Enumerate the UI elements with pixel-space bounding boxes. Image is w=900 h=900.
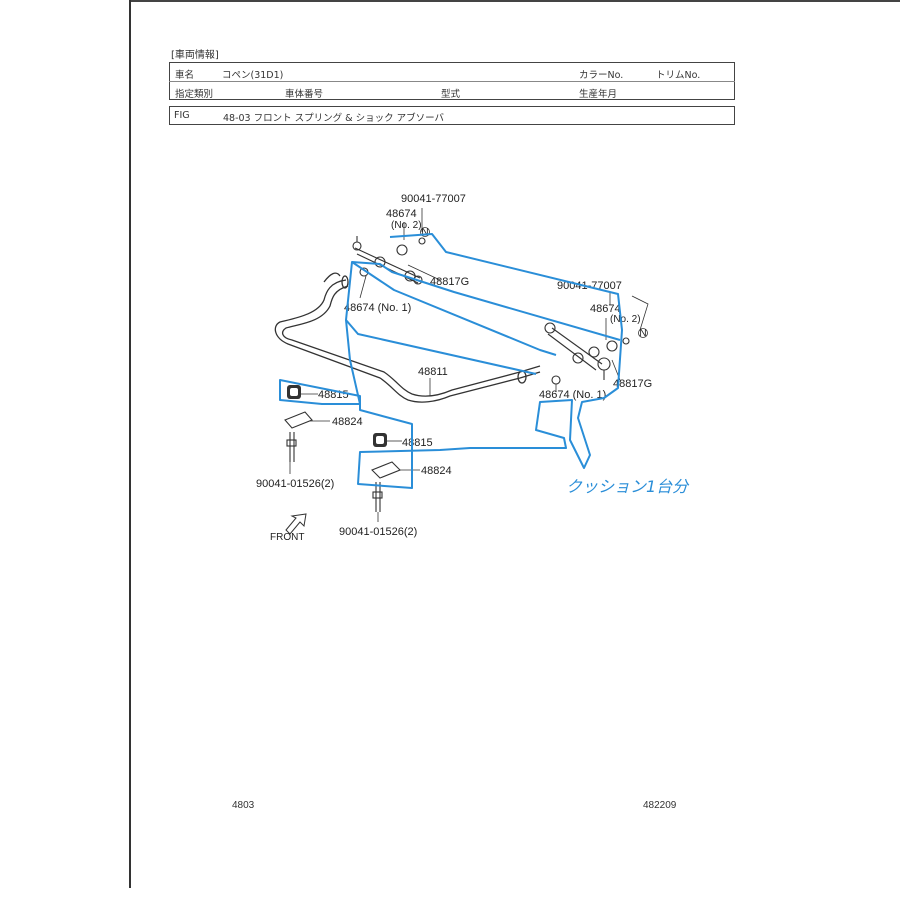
link-rod-left (352, 236, 426, 285)
footer-right: 482209 (643, 800, 677, 811)
link-rod-right (544, 322, 630, 385)
scan-edge-left (129, 0, 131, 888)
part-label-48674-right: 48674 (590, 303, 621, 315)
bushing-right (373, 433, 387, 447)
part-label-90041-01526-right: 90041-01526(2) (339, 526, 417, 538)
n-marker-right (638, 328, 648, 338)
fig-title: 48-03 フロント スプリング & ショック アブソーバ (223, 113, 445, 124)
fig-label: FIG (174, 110, 190, 121)
car-name-value: コペン(31D1) (222, 70, 284, 81)
part-label-48817g-upper: 48817G (430, 276, 469, 288)
part-label-no2-upper: (No. 2) (391, 220, 422, 231)
stabilizer-bar (274, 272, 541, 403)
front-arrow-icon (285, 513, 307, 535)
color-no-label: カラーNo. (579, 70, 624, 81)
model-label: 型式 (441, 89, 461, 100)
part-label-no2-right: (No. 2) (610, 314, 641, 325)
chassis-no-label: 車体番号 (285, 89, 324, 100)
part-label-48824-left: 48824 (332, 416, 363, 428)
info-divider (169, 81, 735, 82)
handwritten-note: クッション1台分 (566, 477, 690, 496)
fig-box: FIG 48-03 フロント スプリング & ショック アブソーバ (169, 106, 735, 125)
n-marker-left-text: N (421, 227, 428, 238)
bushing-left (287, 385, 301, 399)
n-marker-left (420, 227, 430, 237)
n-marker-right-text: N (639, 328, 646, 339)
part-label-90041-77007-upper: 90041-77007 (401, 193, 466, 205)
scan-edge-top (129, 0, 900, 2)
part-label-48824-right: 48824 (421, 465, 452, 477)
bracket-left (284, 411, 313, 462)
production-label: 生産年月 (579, 89, 618, 100)
part-label-48817g-right: 48817G (613, 378, 652, 390)
section-title: [車両情報] (171, 50, 219, 61)
trim-no-label: トリムNo. (656, 70, 701, 81)
car-name-label: 車名 (175, 70, 195, 81)
handwritten-outline (279, 233, 623, 489)
part-label-48674-upper: 48674 (386, 208, 417, 220)
category-label: 指定類別 (175, 89, 214, 100)
part-label-48811: 48811 (418, 366, 448, 378)
part-label-48674-no1-upper: 48674 (No. 1) (344, 302, 411, 314)
part-label-90041-01526-left: 90041-01526(2) (256, 478, 334, 490)
front-label: FRONT (270, 532, 304, 543)
part-label-48674-no1-right: 48674 (No. 1) (539, 389, 606, 401)
part-label-48815-right: 48815 (402, 437, 433, 449)
footer-left: 4803 (232, 800, 255, 811)
